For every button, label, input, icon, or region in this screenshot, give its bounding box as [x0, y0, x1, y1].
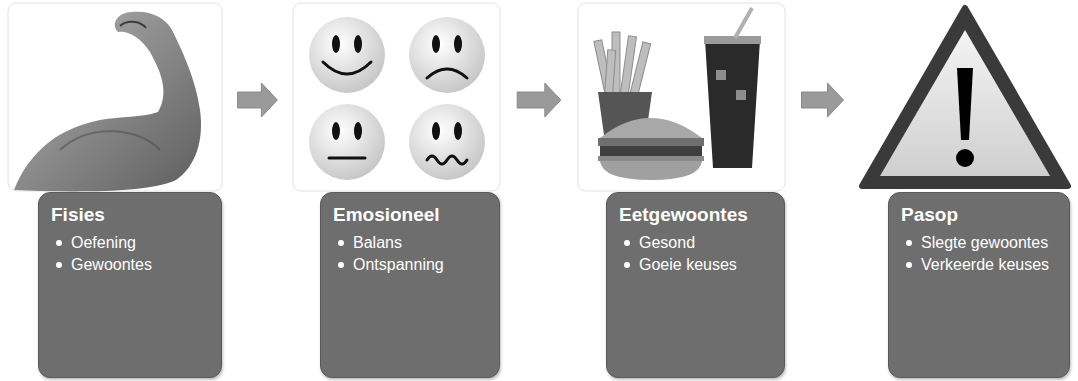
bullet-dot — [338, 240, 344, 246]
step-box: FisiesOefeningGewoontes — [38, 192, 222, 378]
emotion-faces — [293, 3, 500, 191]
bullet-text: Gewoontes — [71, 256, 152, 273]
bullet-item: Gewoontes — [51, 255, 211, 275]
bullet-dot — [906, 240, 912, 246]
block-arrow — [802, 83, 844, 117]
bullet-item: Balans — [333, 233, 489, 253]
bullet-text: Verkeerde keuses — [921, 256, 1049, 273]
bullet-dot — [338, 262, 344, 268]
block-arrow — [238, 83, 278, 117]
bullet-text: Slegte gewoontes — [921, 234, 1048, 251]
bullet-dot — [56, 240, 62, 246]
step-heading: Eetgewoontes — [619, 203, 774, 227]
step-column: EetgewoontesGesondGoeie keuses — [578, 0, 785, 381]
bullet-dot — [906, 262, 912, 268]
warning-sign — [862, 8, 1068, 186]
bullet-text: Oefening — [71, 234, 136, 251]
step-column: PasopSlegte gewoontesVerkeerde keuses — [860, 0, 1070, 381]
block-arrow — [517, 83, 561, 117]
step-column: EmosioneelBalansOntspanning — [293, 0, 500, 381]
bullet-dot — [56, 262, 62, 268]
step-heading: Pasop — [901, 203, 1059, 227]
fast-food-picture — [578, 3, 785, 191]
bullet-text: Gesond — [639, 234, 695, 251]
bullet-item: Verkeerde keuses — [901, 255, 1059, 275]
step-box: PasopSlegte gewoontesVerkeerde keuses — [888, 192, 1070, 378]
bullet-text: Goeie keuses — [639, 256, 737, 273]
bullet-item: Oefening — [51, 233, 211, 253]
bullet-item: Goeie keuses — [619, 255, 774, 275]
bullet-dot — [624, 262, 630, 268]
arm-picture — [8, 3, 222, 191]
step-heading: Fisies — [51, 203, 211, 227]
bullet-text: Ontspanning — [353, 256, 444, 273]
step-box: EetgewoontesGesondGoeie keuses — [606, 192, 785, 378]
step-column: FisiesOefeningGewoontes — [8, 0, 222, 381]
bullet-dot — [624, 240, 630, 246]
bullet-text: Balans — [353, 234, 402, 251]
bullet-item: Ontspanning — [333, 255, 489, 275]
step-heading: Emosioneel — [333, 203, 489, 227]
bullet-item: Slegte gewoontes — [901, 233, 1059, 253]
step-box: EmosioneelBalansOntspanning — [320, 192, 500, 378]
bullet-item: Gesond — [619, 233, 774, 253]
